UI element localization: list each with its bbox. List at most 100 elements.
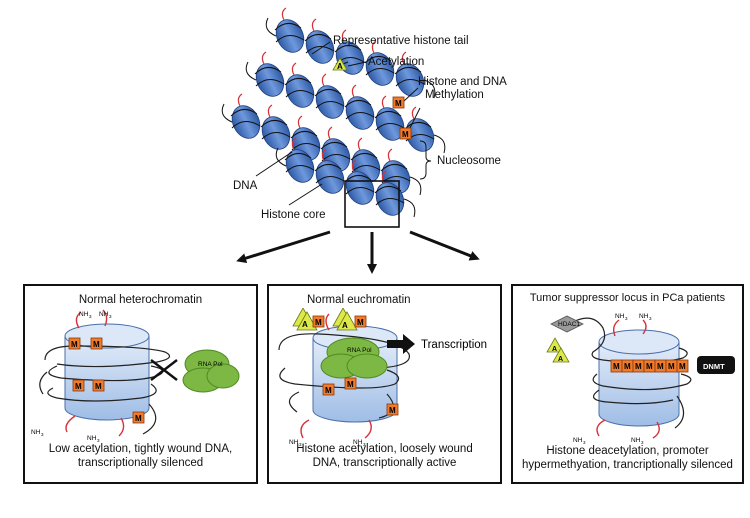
acetyl-marks: A A (292, 308, 358, 331)
methyl-mark-label: M (679, 362, 686, 371)
hdac1-shape (550, 315, 584, 333)
svg-text:A: A (302, 320, 308, 329)
label-acetylation: Acetylation (368, 56, 425, 68)
rna-pol-label: RNA Pol (198, 361, 223, 368)
methyl-mark-label: M (624, 362, 631, 371)
euchromatin-illustration: RNA Pol A A M M M M M (278, 308, 487, 447)
leader-lines (255, 41, 432, 206)
svg-text:3: 3 (89, 314, 92, 319)
svg-text:A: A (342, 321, 348, 330)
nucleosome (344, 84, 375, 130)
label-dna: DNA (233, 180, 258, 192)
svg-text:A: A (552, 346, 557, 353)
transcription-arrow (387, 334, 415, 354)
svg-text:3: 3 (41, 432, 44, 437)
svg-text:NH: NH (353, 439, 363, 446)
arrow-left (236, 230, 331, 263)
svg-text:3: 3 (583, 440, 586, 445)
nucleosome (254, 51, 285, 97)
methyl-mark-label: M (402, 130, 409, 139)
acetyl-marks: A A (546, 337, 570, 363)
svg-text:3: 3 (299, 442, 302, 447)
panel-title: Normal euchromatin (307, 294, 411, 306)
svg-text:NH: NH (573, 437, 583, 444)
label-histone-core: Histone core (261, 209, 326, 221)
nucleosome (404, 106, 435, 152)
label-methylation: Methylation (425, 89, 484, 101)
svg-text:NH: NH (31, 429, 41, 436)
panel-heterochromatin: Normal heterochromatin (23, 284, 258, 484)
svg-text:M: M (325, 386, 332, 395)
label-nucleosome: Nucleosome (437, 155, 501, 167)
methyl-marks: M M M M M (68, 337, 145, 424)
panel-caption: Histone acetylation, loosely wound DNA, … (296, 443, 473, 469)
svg-text:3: 3 (109, 314, 112, 319)
nucleosome (314, 73, 345, 119)
nucleosome (364, 40, 395, 86)
svg-text:M: M (357, 318, 364, 327)
panel-tumor-suppressor: Tumor suppressor locus in PCa patients H… (511, 284, 744, 484)
svg-text:M: M (389, 406, 396, 415)
nucleosome (304, 18, 335, 64)
svg-text:M: M (75, 382, 82, 391)
branch-arrows (236, 230, 480, 274)
svg-text:NH: NH (87, 435, 97, 442)
panel-euchromatin: Normal euchromatin RNA Pol (267, 284, 502, 484)
methyl-mark-label: M (613, 362, 620, 371)
svg-text:3: 3 (641, 440, 644, 445)
label-histone-dna: Histone and DNA (418, 76, 507, 88)
svg-text:3: 3 (649, 316, 652, 321)
methyl-mark-label: M (668, 362, 675, 371)
svg-text:3: 3 (363, 442, 366, 447)
svg-text:NH: NH (289, 439, 299, 446)
svg-text:M: M (135, 414, 142, 423)
svg-text:NH: NH (615, 313, 625, 320)
svg-text:NH: NH (639, 313, 649, 320)
svg-text:M: M (71, 340, 78, 349)
svg-text:NH: NH (631, 437, 641, 444)
panel-caption: Low acetylation, tightly wound DNA, tran… (48, 443, 233, 469)
nucleosome (284, 137, 315, 183)
dnmt-shape (697, 356, 735, 374)
acetylation-mark (332, 57, 348, 71)
nucleosome (374, 170, 405, 216)
methyl-mark (676, 359, 689, 373)
panel-caption: Histone deacetylation, promoter hypermet… (522, 445, 733, 471)
svg-text:NH: NH (99, 311, 109, 318)
hdac1-label: HDAC1 (558, 321, 580, 328)
svg-text:M: M (315, 318, 322, 327)
methyl-mark-label: M (657, 362, 664, 371)
nucleosome (230, 93, 261, 139)
svg-text:A: A (558, 356, 563, 363)
svg-text:M: M (93, 340, 100, 349)
svg-text:3: 3 (97, 438, 100, 443)
nucleosome (314, 148, 345, 194)
nucleosome (394, 51, 425, 97)
dnmt-label: DNMT (703, 362, 725, 371)
acetyl-mark-label: A (337, 62, 343, 71)
panel-title: Normal heterochromatin (78, 294, 203, 306)
nucleosome (260, 104, 291, 150)
panel-title: Tumor suppressor locus in PCa patients (529, 292, 726, 304)
svg-text:M: M (347, 380, 354, 389)
nucleosome-array (221, 7, 446, 218)
methylation-mark (392, 96, 405, 109)
arrow-right (409, 230, 480, 261)
nucleosome (284, 62, 315, 108)
nucleosome (274, 7, 305, 53)
methyl-mark-label: M (395, 99, 402, 108)
rna-pol-label: RNA Pol (347, 347, 372, 354)
methyl-marks: M M M M M (312, 315, 399, 416)
methylation-mark (399, 127, 412, 140)
svg-text:3: 3 (625, 316, 628, 321)
chromatin-fiber: A M M (221, 7, 446, 228)
transcription-label: Transcription (421, 339, 487, 351)
methyl-mark-label: M (635, 362, 642, 371)
